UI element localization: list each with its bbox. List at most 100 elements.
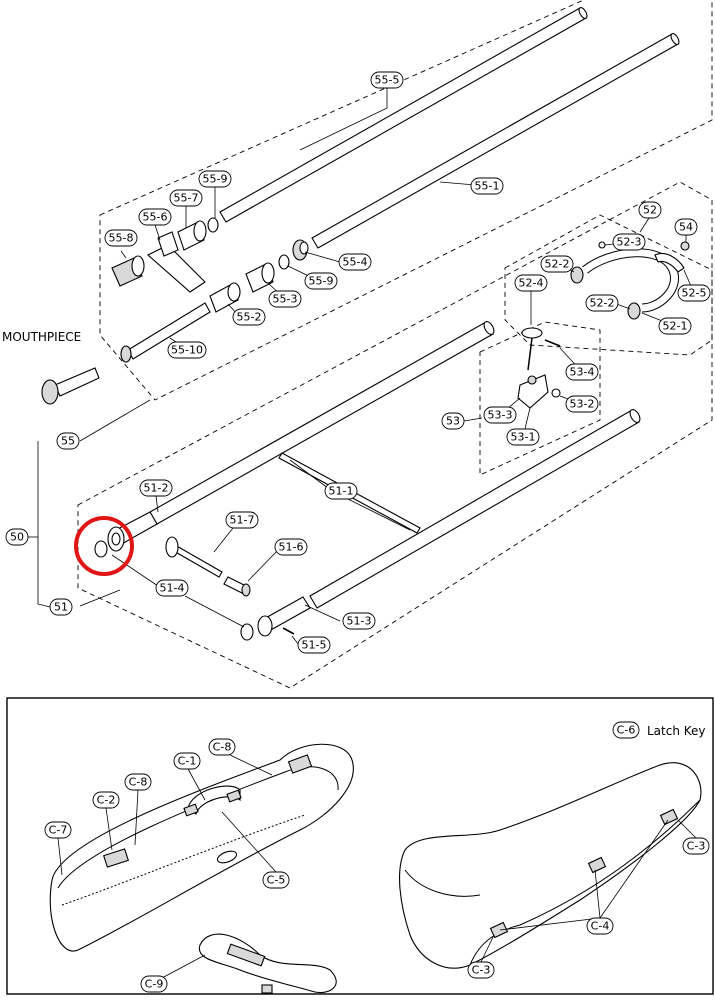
svg-text:55-5: 55-5	[375, 74, 400, 87]
svg-text:C-4: C-4	[591, 920, 610, 933]
part-55-8-fitting	[111, 255, 145, 287]
label-52: 52	[638, 201, 662, 219]
svg-text:55-9: 55-9	[309, 275, 334, 288]
label-52-4: 52-4	[514, 274, 548, 292]
group-55-outline	[99, 0, 713, 401]
part-55-10-tube	[120, 302, 211, 363]
svg-text:53-4: 53-4	[570, 366, 595, 379]
label-c-4: C-4	[586, 917, 614, 935]
part-52-3-screw	[598, 241, 606, 249]
case-right-latch-1	[489, 921, 509, 939]
label-51-4: 51-4	[155, 579, 189, 597]
label-51-5: 51-5	[297, 636, 331, 654]
part-51-3-tube	[309, 409, 641, 609]
svg-text:55-7: 55-7	[174, 192, 199, 205]
label-53: 53	[441, 412, 465, 430]
part-52-5-weight	[654, 252, 685, 273]
label-52-2-lower: 52-2	[585, 294, 619, 312]
case-right-latch-3	[659, 808, 679, 826]
svg-text:52-1: 52-1	[663, 320, 688, 333]
svg-text:51-4: 51-4	[160, 582, 185, 595]
svg-text:52: 52	[643, 204, 657, 217]
part-55-4-cap	[292, 239, 309, 261]
svg-text:C-8: C-8	[213, 741, 232, 754]
label-53-1: 53-1	[506, 428, 540, 446]
part-51-3-sleeve	[257, 596, 311, 637]
svg-text:C-8: C-8	[129, 776, 148, 789]
part-55-9-washer-lower	[278, 254, 290, 270]
label-c-9: C-9	[140, 975, 168, 993]
label-55: 55	[56, 432, 80, 450]
svg-text:55-2: 55-2	[237, 311, 262, 324]
label-52-2-upper: 52-2	[540, 255, 574, 273]
part-51-4-washer-upper	[94, 540, 108, 558]
label-c-3-bottom: C-3	[467, 961, 495, 979]
svg-text:52-3: 52-3	[617, 236, 642, 249]
case-leader-lines	[57, 754, 697, 979]
svg-text:C-7: C-7	[49, 824, 68, 837]
label-c-1: C-1	[173, 752, 201, 770]
part-55-2-sleeve	[209, 282, 241, 313]
svg-text:51-7: 51-7	[230, 514, 255, 527]
label-53-4: 53-4	[565, 363, 599, 381]
svg-text:C-9: C-9	[145, 978, 164, 991]
part-55-1-tube	[311, 33, 680, 249]
latch-key-label: Latch Key	[647, 724, 706, 738]
part-52-2-sleeve-lower	[627, 302, 641, 320]
svg-text:51-6: 51-6	[279, 541, 304, 554]
label-50: 50	[5, 528, 29, 546]
label-55-8: 55-8	[104, 229, 138, 247]
svg-text:52-2: 52-2	[545, 258, 570, 271]
svg-text:50: 50	[10, 531, 24, 544]
label-55-5: 55-5	[370, 71, 404, 89]
case-strap	[198, 933, 337, 994]
svg-text:55-10: 55-10	[171, 344, 203, 357]
case-left	[49, 743, 354, 952]
svg-text:54: 54	[679, 221, 693, 234]
svg-text:51: 51	[54, 601, 68, 614]
svg-text:53-2: 53-2	[570, 398, 595, 411]
part-55-5-tube	[219, 7, 588, 223]
label-51-1: 51-1	[324, 482, 358, 500]
highlight-circle	[74, 516, 134, 576]
svg-text:C-3: C-3	[687, 840, 706, 853]
svg-text:55-8: 55-8	[109, 232, 134, 245]
svg-text:53-3: 53-3	[488, 409, 513, 422]
part-52-4-brace	[521, 327, 543, 371]
label-c-3-right: C-3	[682, 837, 710, 855]
svg-text:51-5: 51-5	[302, 639, 327, 652]
part-53-waterkey	[517, 339, 561, 409]
label-55-3: 55-3	[268, 290, 302, 308]
svg-text:53: 53	[446, 415, 460, 428]
case-panel-frame	[6, 697, 714, 995]
part-55-6-connector	[147, 231, 206, 293]
case-right	[399, 762, 702, 969]
label-54: 54	[674, 218, 698, 236]
svg-text:53-1: 53-1	[511, 431, 536, 444]
label-c-7: C-7	[44, 821, 72, 839]
svg-text:55: 55	[61, 435, 75, 448]
mouthpiece-part	[41, 367, 100, 405]
label-51: 51	[49, 598, 73, 616]
svg-text:C-6: C-6	[617, 724, 636, 737]
svg-text:52-2: 52-2	[590, 297, 615, 310]
group-52-outline	[504, 214, 713, 356]
case-latch-left	[102, 848, 130, 868]
svg-text:55-3: 55-3	[273, 293, 298, 306]
label-55-4: 55-4	[338, 253, 372, 271]
case-handle	[183, 785, 242, 817]
svg-text:52-4: 52-4	[519, 277, 544, 290]
label-c-5: C-5	[262, 871, 290, 889]
label-51-7: 51-7	[225, 511, 259, 529]
label-51-3: 51-3	[342, 612, 376, 630]
label-55-6: 55-6	[138, 208, 172, 226]
part-51-4-washer-lower	[240, 623, 254, 641]
part-55-7-sleeve	[177, 220, 207, 251]
label-55-9-upper: 55-9	[198, 170, 232, 188]
label-52-1: 52-1	[658, 317, 692, 335]
part-54-screw	[680, 241, 690, 251]
label-c-2: C-2	[92, 791, 120, 809]
label-51-2: 51-2	[139, 479, 173, 497]
label-c-6: C-6	[612, 721, 640, 739]
